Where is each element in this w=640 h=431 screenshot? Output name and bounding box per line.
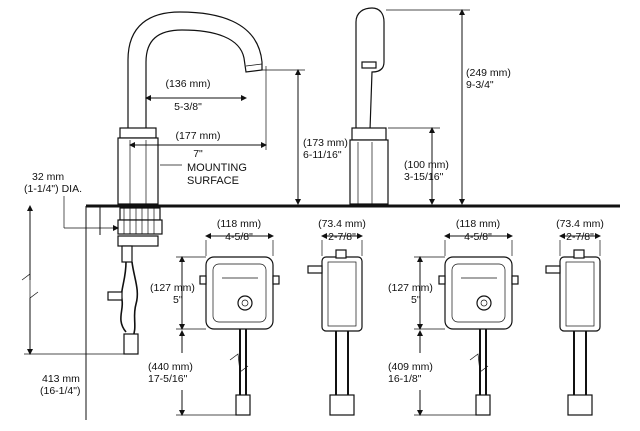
spout-height-in-label: 6-11/16" xyxy=(303,149,342,161)
base-depth-mm-label: (177 mm) xyxy=(176,130,221,142)
box2-hose-mm-label: (409 mm) xyxy=(388,361,433,373)
box2-height-mm-label: (127 mm) xyxy=(388,282,433,294)
box1-hose-in-label: 17-5/16" xyxy=(148,373,188,385)
surface-label: SURFACE xyxy=(187,175,239,187)
box1-height-mm-label: (127 mm) xyxy=(150,282,195,294)
dimension-labels: (136 mm) 5-3/8" (177 mm) 7" MOUNTING SUR… xyxy=(24,67,604,397)
faucet-front-view xyxy=(117,11,263,205)
body-height-in-label: 3-15/16" xyxy=(404,171,444,183)
below-deck-mm-label: 413 mm xyxy=(42,373,80,385)
control-box-2-front xyxy=(438,256,519,416)
box2-hose-in-label: 16-1/8" xyxy=(388,373,422,385)
mounting-label: MOUNTING xyxy=(187,162,247,174)
box2-side-in-label: 2-7/8" xyxy=(566,231,594,243)
below-deck-in-label: (16-1/4") xyxy=(40,385,81,397)
body-height-mm-label: (100 mm) xyxy=(404,159,449,171)
box1-hose-mm-label: (440 mm) xyxy=(148,361,193,373)
reach-mm-label: (136 mm) xyxy=(166,78,211,90)
box2-width-mm-label: (118 mm) xyxy=(456,218,500,230)
hole-dia-mm-label: 32 mm xyxy=(32,171,64,183)
reach-in-label: 5-3/8" xyxy=(174,101,202,113)
mounting-deck xyxy=(85,204,620,420)
box1-height-in-label: 5" xyxy=(173,294,183,306)
box1-width-mm-label: (118 mm) xyxy=(217,218,261,230)
dimension-lines xyxy=(21,9,601,416)
box1-width-in-label: 4-5/8" xyxy=(225,231,253,243)
overall-height-mm-label: (249 mm) xyxy=(466,67,511,79)
control-box-1-front xyxy=(199,256,280,416)
box1-side-mm-label: (73.4 mm) xyxy=(318,218,366,230)
box2-side-mm-label: (73.4 mm) xyxy=(556,218,604,230)
box2-width-in-label: 4-5/8" xyxy=(464,231,492,243)
base-depth-in-label: 7" xyxy=(193,148,203,160)
faucet-side-view xyxy=(349,7,389,205)
hole-dia-in-label: (1-1/4") DIA. xyxy=(24,183,82,195)
box2-height-in-label: 5" xyxy=(411,294,421,306)
control-box-2-side xyxy=(545,249,601,416)
spout-height-mm-label: (173 mm) xyxy=(303,137,348,149)
box1-side-in-label: 2-7/8" xyxy=(328,231,356,243)
control-box-1-side xyxy=(307,249,363,416)
overall-height-in-label: 9-3/4" xyxy=(466,79,494,91)
below-deck-shank xyxy=(107,207,163,355)
